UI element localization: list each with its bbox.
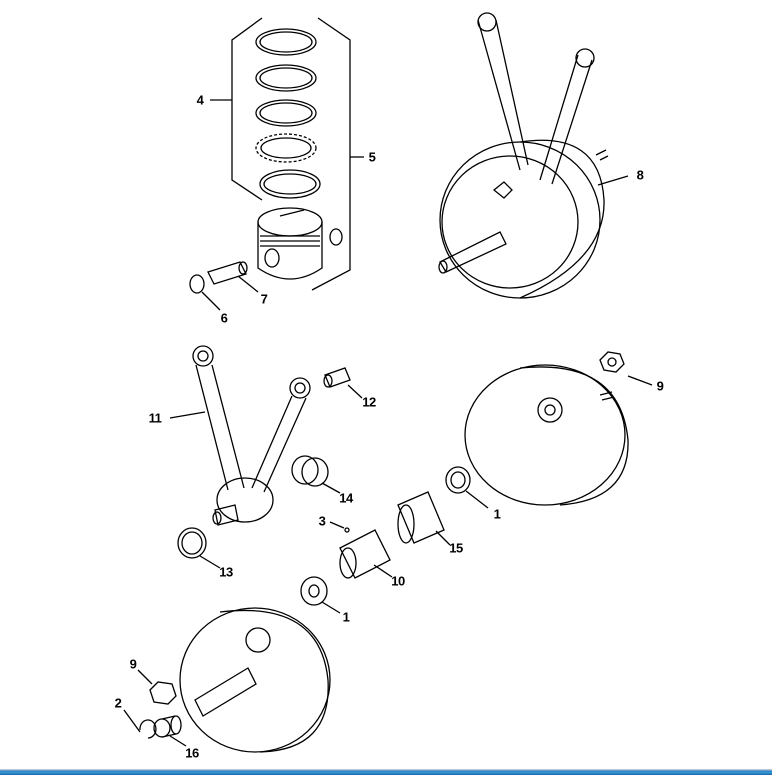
callout-12: 12 (362, 394, 376, 410)
flywheel-assembly-8 (438, 12, 629, 299)
piston-rings (255, 28, 321, 199)
flywheel-right (464, 364, 653, 506)
callout-16: 16 (185, 745, 199, 761)
callout-4: 4 (196, 92, 204, 108)
callout-1-top: 1 (493, 506, 501, 522)
footer-bar (0, 769, 772, 775)
callout-10: 10 (391, 573, 405, 589)
bushing-12 (323, 367, 363, 399)
wrist-pin (207, 261, 259, 293)
callout-6: 6 (220, 310, 228, 326)
pin-clip-6 (189, 274, 221, 311)
washer-1b (300, 576, 341, 614)
key-3 (329, 521, 350, 533)
nut-9a (599, 351, 625, 373)
washer-13 (177, 527, 221, 569)
nut-9b (137, 669, 177, 705)
roller-bearing-15 (397, 491, 451, 546)
callout-14: 14 (339, 490, 353, 506)
piston-ring-bracket (210, 17, 364, 291)
connecting-rods-11 (169, 345, 311, 526)
flywheel-left (179, 607, 331, 753)
callout-3: 3 (318, 513, 326, 529)
piston (257, 207, 323, 280)
callout-15: 15 (449, 540, 463, 556)
callout-11: 11 (148, 410, 162, 426)
callout-2: 2 (114, 695, 122, 711)
callout-5: 5 (368, 149, 376, 165)
callout-8: 8 (636, 167, 644, 183)
washer-1a (445, 466, 489, 509)
bushing-16 (153, 715, 187, 747)
circlip-2 (123, 709, 157, 739)
callout-9-bottom: 9 (129, 656, 137, 672)
callout-1-bottom: 1 (342, 609, 350, 625)
bearing-race-14 (291, 455, 341, 494)
callout-9-top: 9 (656, 378, 664, 394)
crank-pin-10 (339, 529, 393, 579)
callout-7: 7 (260, 291, 268, 307)
callout-13: 13 (219, 564, 233, 580)
